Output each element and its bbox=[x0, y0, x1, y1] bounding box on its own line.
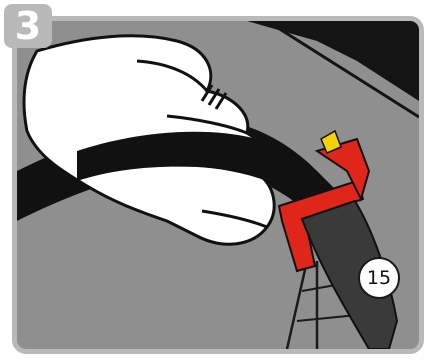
illustration-scene bbox=[17, 21, 419, 349]
step-badge: 3 bbox=[4, 4, 52, 48]
part-callout-label: 15 bbox=[367, 269, 391, 288]
cord-line bbox=[287, 261, 307, 349]
cord-line bbox=[297, 315, 357, 321]
illustration-frame: 15 bbox=[12, 16, 424, 354]
part-callout-badge: 15 bbox=[358, 257, 400, 299]
step-number: 3 bbox=[15, 7, 41, 45]
